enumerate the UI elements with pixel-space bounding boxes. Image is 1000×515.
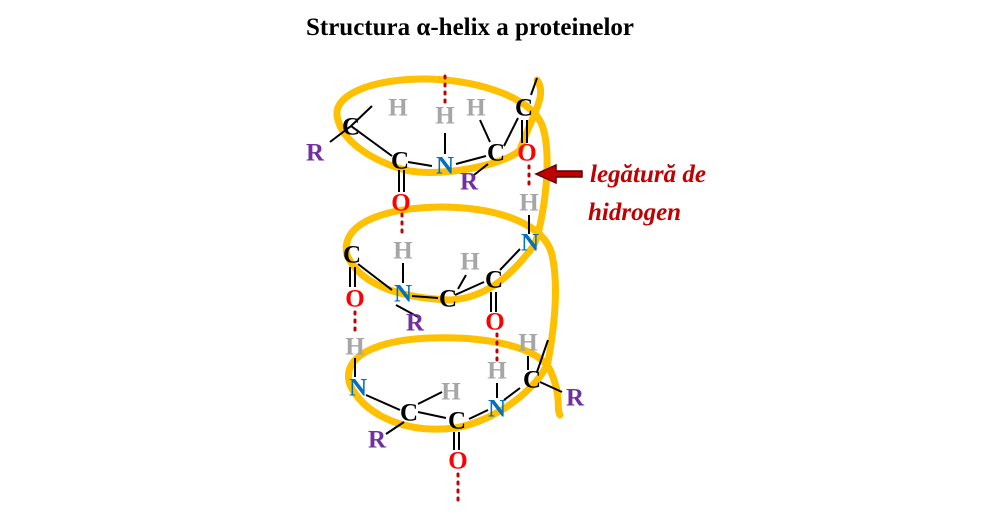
nitrogen-atom: N	[436, 153, 454, 180]
diagram-title: Structura α-helix a proteinelor	[305, 14, 635, 41]
carbon-atom: C	[400, 400, 418, 427]
r-group: R	[460, 169, 479, 196]
oxygen-atom: O	[517, 140, 536, 167]
covalent-bonds	[329, 77, 563, 450]
carbon-atom: C	[342, 114, 360, 141]
r-group: R	[566, 385, 585, 412]
oxygen-atom: O	[391, 190, 410, 217]
hydrogen-atom: H	[441, 379, 461, 406]
nitrogen-atom: N	[521, 230, 539, 257]
annotation-arrow	[534, 163, 583, 185]
carbon-atom: C	[343, 242, 361, 269]
helix-ribbon-top	[333, 75, 551, 252]
r-group: R	[406, 310, 425, 337]
oxygen-atom: O	[448, 448, 467, 475]
annotation-label-line2: hidrogen	[588, 199, 681, 226]
r-group: R	[368, 427, 387, 454]
hydrogen-atom: H	[345, 334, 365, 361]
hydrogen-atom: H	[518, 330, 538, 357]
r-group: R	[306, 140, 325, 167]
carbon-atom: C	[487, 140, 505, 167]
hydrogen-bonds	[353, 74, 531, 502]
carbon-atom: C	[523, 367, 541, 394]
hydrogen-atom: H	[519, 190, 539, 217]
nitrogen-atom: N	[394, 281, 412, 308]
carbon-atom: C	[448, 408, 466, 435]
oxygen-atom: O	[485, 309, 504, 336]
helix-ribbon-middle	[342, 203, 559, 366]
oxygen-atom: O	[345, 286, 364, 313]
hydrogen-atom: H	[466, 95, 486, 122]
annotation-label-line1: legătură de	[590, 161, 706, 188]
carbon-atom: C	[439, 286, 457, 313]
nitrogen-atom: N	[349, 375, 367, 402]
hydrogen-atom: H	[388, 95, 408, 122]
nitrogen-atom: N	[488, 396, 506, 423]
carbon-atom: C	[515, 95, 533, 122]
carbon-atom: C	[391, 148, 409, 175]
hydrogen-atom: H	[487, 358, 507, 385]
carbon-atom: C	[485, 267, 503, 294]
hydrogen-atom: H	[435, 103, 455, 130]
hydrogen-atom: H	[393, 238, 413, 265]
hydrogen-atom: H	[460, 249, 480, 276]
